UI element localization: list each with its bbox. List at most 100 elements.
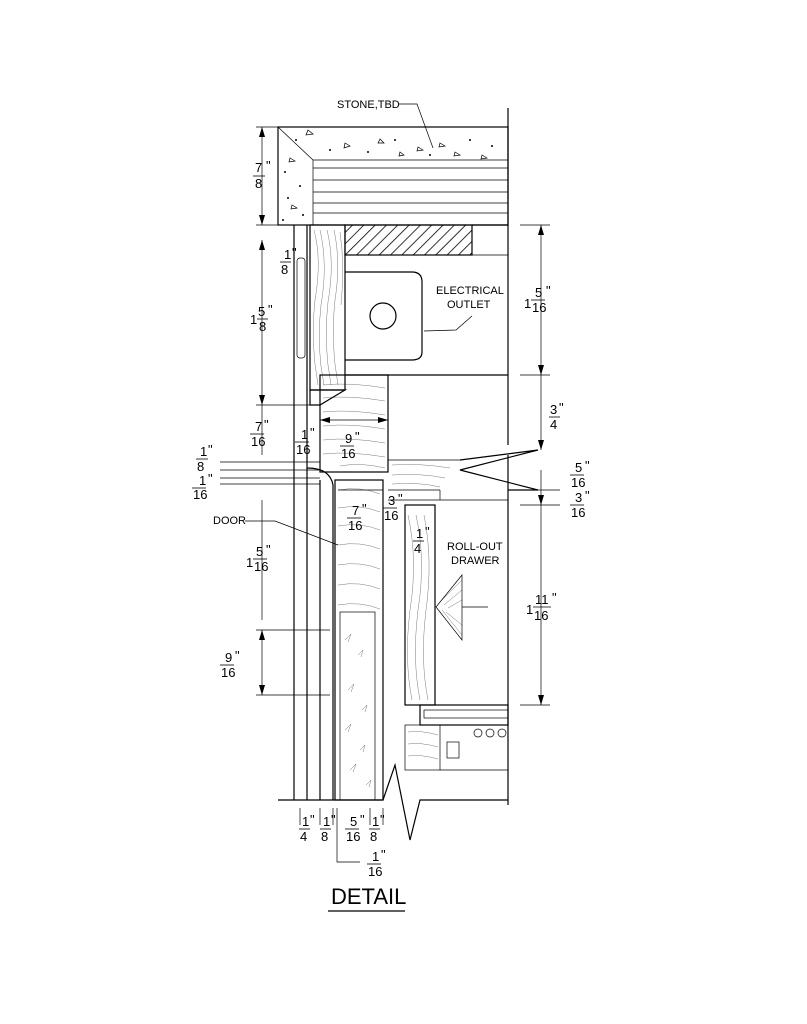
face-frame-rail [296,224,348,406]
dim-left-5: 1 " 8 [197,442,213,474]
svg-text:1: 1 [302,814,309,829]
stone-countertop [277,126,509,226]
svg-text:": " [266,158,271,173]
stone-leader [399,103,434,149]
svg-text:3: 3 [550,402,557,417]
svg-text:8: 8 [259,319,266,334]
svg-text:": " [310,812,315,827]
svg-text:16: 16 [348,518,362,533]
svg-text:1: 1 [246,555,253,570]
svg-text:": " [362,501,367,516]
drawer-rail-block [319,374,389,473]
svg-text:": " [268,302,273,317]
svg-text:": " [398,491,403,506]
svg-text:1: 1 [524,296,531,311]
svg-text:16: 16 [534,608,548,623]
dim-right-0: 1 5 " 16 [524,283,551,315]
svg-text:5: 5 [258,304,265,319]
stone-callout-label: STONE,TBD [337,99,400,111]
svg-text:": " [552,590,557,605]
svg-text:": " [381,847,386,862]
drawer-bottom [404,704,509,771]
svg-text:4: 4 [550,417,557,432]
svg-text:1: 1 [416,526,423,541]
dim-mid-0: 9 " 16 [341,429,360,461]
svg-text:7: 7 [255,419,262,434]
svg-text:7: 7 [352,503,359,518]
rollout-callout-line2: DRAWER [451,555,500,567]
dim-left-0: 7 " 8 [255,158,271,191]
svg-text:": " [331,812,336,827]
dimension-arrowheads [259,127,544,705]
svg-text:16: 16 [296,442,310,457]
svg-text:5: 5 [575,460,582,475]
svg-text:1: 1 [372,814,379,829]
svg-text:4: 4 [414,541,421,556]
stone-dots [282,139,493,221]
electrical-outlet [345,271,423,361]
svg-text:1: 1 [200,444,207,459]
dim-left-6: 1 " 16 [193,471,213,502]
svg-text:": " [310,425,315,440]
svg-text:5: 5 [350,814,357,829]
svg-text:5: 5 [256,544,263,559]
dim-right-4: 1 11 " 16 [526,590,557,623]
dim-right-1: 3 " 4 [550,400,564,432]
dim-bottom-0: 1 " 4 [300,812,315,844]
svg-text:1: 1 [372,849,379,864]
svg-text:8: 8 [197,459,204,474]
dim-bottom-2: 5 " 16 [346,812,365,844]
electrical-callout-line1: ELECTRICAL [436,285,504,297]
dim-right-2: 5 " 16 [571,458,590,490]
dim-left-1: 1 " 8 [281,245,297,277]
svg-text:": " [355,429,360,444]
svg-text:1: 1 [284,247,291,262]
svg-text:16: 16 [254,559,268,574]
svg-text:8: 8 [281,262,288,277]
svg-text:7: 7 [255,160,262,175]
dim-left-4: 1 " 16 [296,425,315,457]
svg-text:": " [264,417,269,432]
dim-mid-3: 1 " 4 [414,524,430,556]
dim-mid-2: 3 " 16 [384,491,403,523]
svg-text:3: 3 [388,493,395,508]
drawing-title: DETAIL [331,884,406,909]
svg-text:16: 16 [193,487,207,502]
svg-text:16: 16 [368,864,382,879]
svg-text:1: 1 [301,427,308,442]
svg-text:": " [380,812,385,827]
svg-text:3: 3 [575,490,582,505]
svg-text:16: 16 [571,475,585,490]
svg-text:16: 16 [251,434,265,449]
svg-text:": " [208,442,213,457]
electrical-callout-line2: OUTLET [447,299,491,311]
svg-text:1: 1 [250,312,257,327]
svg-text:": " [292,245,297,260]
dim-mid-1: 7 " 16 [348,501,367,533]
svg-text:": " [425,524,430,539]
svg-text:": " [559,400,564,415]
svg-text:16: 16 [532,300,546,315]
svg-text:8: 8 [255,176,262,191]
svg-text:8: 8 [321,829,328,844]
svg-text:16: 16 [571,505,585,520]
rollout-callout-line1: ROLL-OUT [447,541,503,553]
svg-text:16: 16 [341,446,355,461]
dim-bottom-4: 1 " 16 [368,847,386,879]
svg-text:": " [266,542,271,557]
svg-text:": " [585,488,590,503]
stone-aggregate [288,129,488,210]
svg-text:1: 1 [526,602,533,617]
svg-text:": " [208,471,213,486]
svg-text:11: 11 [535,592,549,607]
dim-bottom-1: 1 " 8 [321,812,336,844]
dim-left-3: 7 " 16 [251,417,269,449]
svg-text:": " [360,812,365,827]
svg-text:1: 1 [323,814,330,829]
svg-text:5: 5 [535,285,542,300]
svg-text:1: 1 [199,473,206,488]
dim-left-2: 1 5 " 8 [250,302,273,334]
svg-text:16: 16 [221,665,235,680]
bottom-dimensions: 1 " 4 1 " 8 5 " 16 1 " 8 1 " 16 [300,812,386,879]
